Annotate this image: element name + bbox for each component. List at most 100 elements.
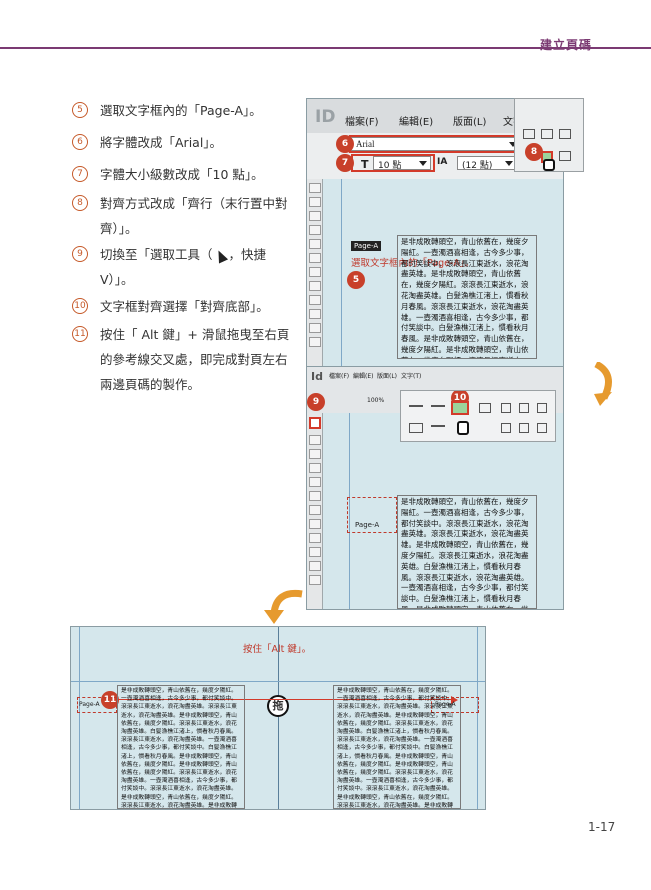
step-10: 10 文字框對齊選擇「對齊底部」。 [72, 294, 297, 319]
tool-icon[interactable] [309, 561, 321, 571]
step-badge-11: 11 [101, 691, 119, 709]
step-text: 選取文字框內的「Page-A」。 [100, 103, 262, 118]
callout-hold-alt: 按住「Alt 鍵」。 [243, 644, 312, 655]
menu-layout[interactable]: 版面(L) [453, 117, 487, 128]
drag-icon: 拖 [267, 695, 289, 717]
step-text: ，快捷V）」。 [100, 247, 267, 287]
tools-panel [307, 413, 323, 609]
page-number-frame-outline [347, 497, 397, 533]
page-a-text-frame[interactable]: Page-A [351, 241, 382, 251]
left-body-text-frame[interactable]: 是非成敗轉頭空，青山依舊在，幾度夕陽紅。一壺濁酒喜相逢，古今多少事，都付笑談中。… [117, 685, 245, 809]
tool-icon[interactable] [309, 197, 321, 207]
step-badge-9: 9 [307, 393, 325, 411]
align-center-icon[interactable] [541, 129, 553, 139]
align-icon[interactable] [431, 425, 445, 431]
align-right-icon[interactable] [559, 129, 571, 139]
align-top-icon[interactable] [409, 405, 423, 413]
menu-edit[interactable]: 編輯(E) [353, 373, 374, 380]
tool-icon[interactable] [309, 477, 321, 487]
guide-line [349, 413, 350, 609]
zoom-level[interactable]: 100% [367, 397, 385, 404]
justify-vertical-icon[interactable] [479, 403, 491, 413]
right-page-number[interactable]: Page-A [435, 701, 456, 708]
tool-icon[interactable] [309, 281, 321, 291]
tool-icon[interactable] [309, 463, 321, 473]
header-rule [0, 47, 651, 49]
align-left-icon[interactable] [523, 129, 535, 139]
highlight-font-box [349, 135, 525, 153]
tool-icon[interactable] [309, 211, 321, 221]
page-number-frame[interactable]: Page-A [355, 521, 380, 529]
step-text: 切換至「選取工具（ [100, 247, 213, 262]
chapter-title: 建立頁碼 [540, 38, 593, 52]
app-logo: Id [311, 370, 323, 383]
step-badge-5: 5 [347, 271, 365, 289]
menu-file[interactable]: 檔案(F) [345, 117, 379, 128]
tool-icon[interactable] [309, 239, 321, 249]
body-text-frame[interactable]: 是非成敗轉頭空，青山依舊在，幾度夕陽紅。一壺濁酒喜相逢，古今多少事，都付笑談中。… [397, 235, 537, 359]
step-text: 將字體改成「Arial」。 [100, 135, 223, 150]
align-icon[interactable] [519, 403, 529, 413]
tool-icon[interactable] [309, 295, 321, 305]
tool-icon[interactable] [309, 547, 321, 557]
font-family-dropdown[interactable]: Arial [351, 137, 521, 151]
selection-tool-icon [213, 247, 228, 264]
font-size-dropdown[interactable]: 10 點 [373, 156, 431, 171]
callout-select-page-a: 選取文字框內的「Page-A」。 [351, 258, 474, 269]
selection-tool-icon[interactable] [309, 417, 321, 429]
step-6: 6 將字體改成「Arial」。 [72, 130, 297, 155]
tool-icon[interactable] [309, 337, 321, 347]
justify-all-icon[interactable] [559, 151, 571, 161]
leading-dropdown[interactable]: (12 點) [457, 156, 517, 171]
step-text: 按住「 Alt 鍵」+ 滑鼠拖曳至右頁的參考線交叉處，即完成對頁左右兩邊頁碼的製… [100, 327, 290, 392]
tool-icon[interactable] [309, 435, 321, 445]
tool-icon[interactable] [309, 183, 321, 193]
tool-icon[interactable] [309, 323, 321, 333]
align-icon[interactable] [409, 423, 423, 433]
tool-icon[interactable] [309, 309, 321, 319]
align-center-icon[interactable] [431, 405, 445, 413]
step-badge-7: 7 [336, 154, 354, 172]
tool-icon[interactable] [309, 253, 321, 263]
menu-file[interactable]: 檔案(F) [329, 373, 350, 380]
leading-value: (12 點) [462, 161, 493, 171]
align-icon[interactable] [519, 423, 529, 433]
tool-icon[interactable] [309, 505, 321, 515]
tool-icon[interactable] [309, 575, 321, 585]
guide-line [341, 179, 342, 367]
menu-type[interactable]: 文字(T) [401, 373, 422, 380]
step-9: 9 切換至「選取工具（，快捷V）」。 [72, 242, 297, 292]
tool-icon[interactable] [309, 519, 321, 529]
left-page-number[interactable]: Page-A [79, 701, 100, 708]
flow-arrow-icon [264, 589, 303, 624]
left-page-number-outline [77, 697, 117, 713]
align-icon[interactable] [537, 423, 547, 433]
font-size-value: 10 點 [378, 161, 402, 171]
body-text-frame[interactable]: 是非成敗轉頭空，青山依舊在，幾度夕陽紅。一壺濁酒喜相逢，古今多少事，都付笑談中。… [397, 495, 537, 609]
guide-line [71, 681, 485, 682]
tool-icon[interactable] [309, 491, 321, 501]
menu-type[interactable]: 文字 [503, 117, 523, 128]
chevron-down-icon [419, 161, 427, 166]
tool-icon[interactable] [309, 533, 321, 543]
menu-layout[interactable]: 版面(L) [377, 373, 398, 380]
paragraph-align-panel: 8 [514, 98, 584, 172]
frame-align-panel: 10 [400, 390, 556, 442]
guide-line [477, 627, 478, 809]
align-icon[interactable] [537, 403, 547, 413]
align-icon[interactable] [501, 403, 511, 413]
tool-icon[interactable] [309, 449, 321, 459]
right-body-text-frame[interactable]: 是非成敗轉頭空，青山依舊在，幾度夕陽紅。一壺濁酒喜相逢，古今多少事，都付笑談中。… [333, 685, 461, 809]
align-bottom-icon[interactable] [451, 401, 469, 415]
step-7: 7 字體大小級數改成「10 點」。 [72, 162, 297, 187]
leading-icon: IA [437, 157, 448, 167]
tool-icon[interactable] [309, 225, 321, 235]
align-icon[interactable] [501, 423, 511, 433]
tools-panel [307, 179, 323, 367]
menu-edit[interactable]: 編輯(E) [399, 117, 434, 128]
tool-icon[interactable] [309, 267, 321, 277]
step-5: 5 選取文字框內的「Page-A」。 [72, 98, 297, 123]
spine-line [278, 627, 279, 809]
step-text: 文字框對齊選擇「對齊底部」。 [100, 299, 269, 314]
step-number: 7 [72, 166, 88, 182]
